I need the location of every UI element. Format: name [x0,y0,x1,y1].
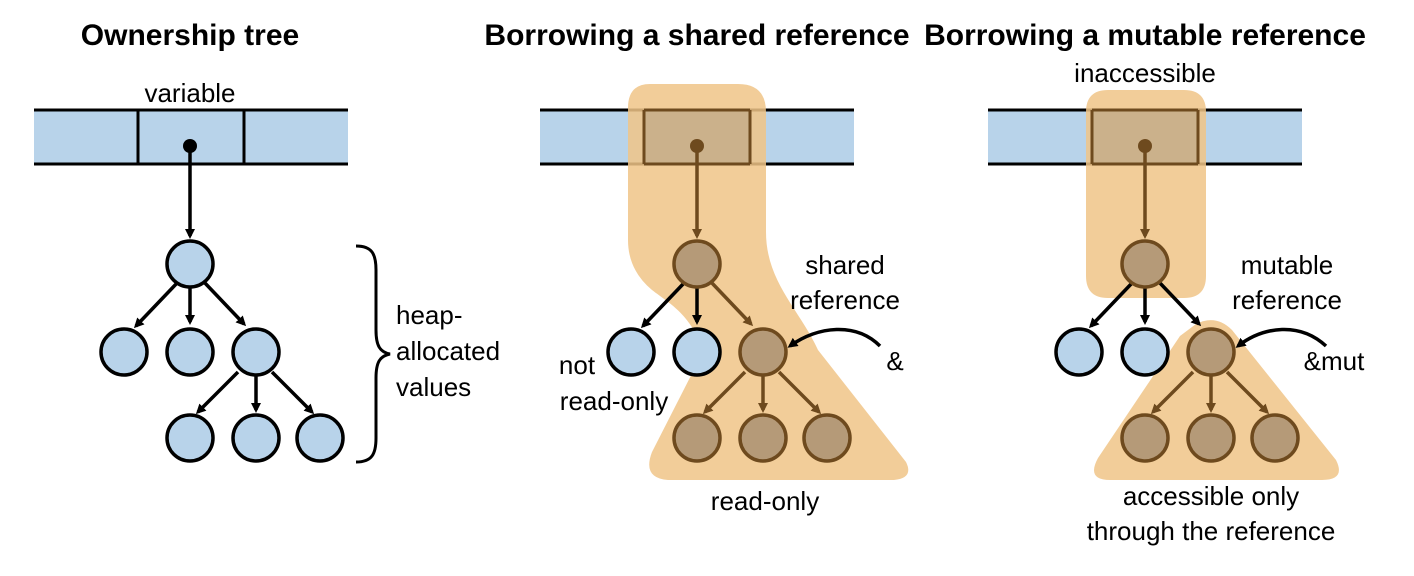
accessible-only-label: accessible only [1123,481,1299,511]
shared-reference-label: shared [805,250,885,280]
tree-node [802,413,852,463]
variable-label: variable [144,78,235,108]
mutable-reference-label: reference [1232,285,1342,315]
tree-node [231,327,281,377]
panel-title: Ownership tree [81,19,299,52]
ref-symbol: &mut [1304,346,1365,376]
tree-node [672,413,722,463]
tree-node [672,239,722,289]
tree-node [738,327,788,377]
tree-node [1120,239,1170,289]
shared-reference-label: reference [790,285,900,315]
heap-label-line: values [396,372,471,402]
tree-node [1186,413,1236,463]
tree-node [231,413,281,463]
tree-node [1186,327,1236,377]
tree-node [99,327,149,377]
brace-icon [355,244,391,464]
tree-node [165,413,215,463]
inaccessible-label: inaccessible [1074,58,1216,88]
tree-node [738,413,788,463]
tree-node [165,327,215,377]
panel-mutable-reference: Borrowing a mutable reference inaccessib… [924,19,1366,546]
read-only-label: read-only [711,486,819,516]
panel-ownership-tree: Ownership tree variable heap- allocated … [34,19,500,464]
tree-node [1054,327,1104,377]
not-read-only-label: not [559,350,596,380]
mutable-reference-label: mutable [1241,250,1334,280]
tree-node [165,239,215,289]
tree-node [295,413,345,463]
panel-title: Borrowing a shared reference [484,19,909,52]
heap-label-line: allocated [396,336,500,366]
tree-node [1120,327,1170,377]
ref-symbol: & [886,346,903,376]
tree-node [1120,413,1170,463]
panel-title: Borrowing a mutable reference [924,19,1366,52]
tree-node [672,327,722,377]
tree-node [1250,413,1300,463]
tree-node [606,327,656,377]
not-read-only-label: read-only [560,386,668,416]
panel-shared-reference: Borrowing a shared reference shared refe… [484,19,909,516]
heap-label-line: heap- [396,300,463,330]
accessible-only-label: through the reference [1087,516,1336,546]
